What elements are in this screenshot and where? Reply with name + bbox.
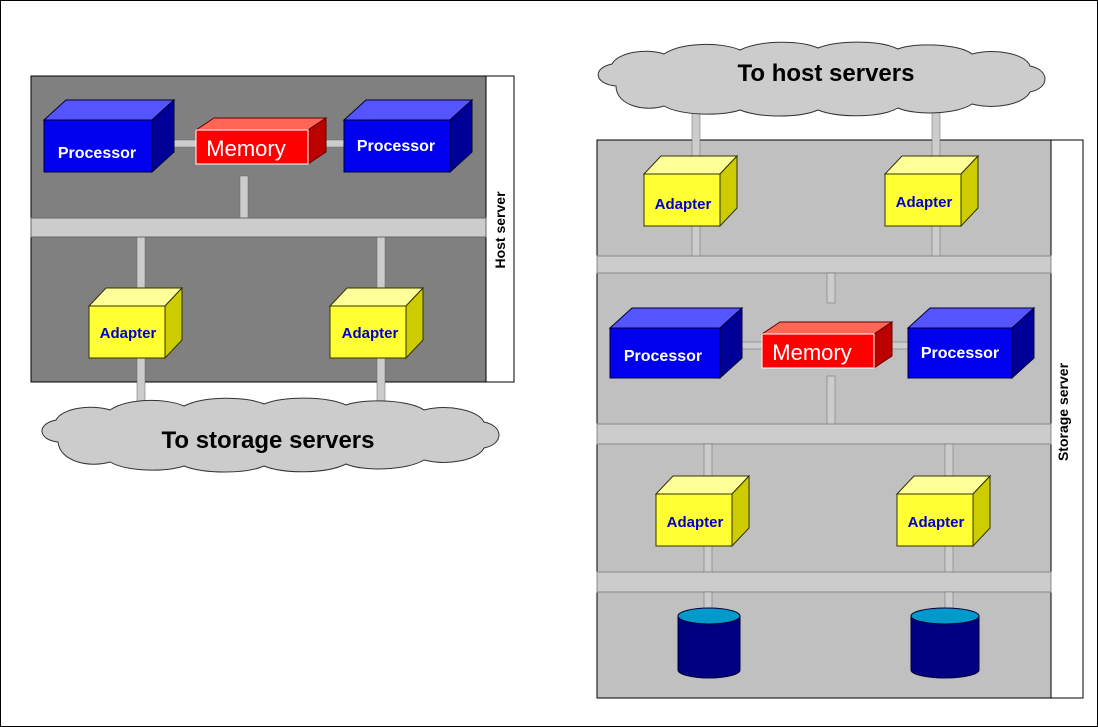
storage-server: Storage server [596,41,1084,699]
storage-memory-bus2-link [826,375,836,425]
storage-processor-right-label: Processor [921,345,999,362]
host-adapter-cloud-link-right [376,356,386,408]
storage-server-panel [596,139,1052,699]
storage-top-adapter-right-label: Adapter [896,194,953,211]
storage-top-adapter-left-icon [642,154,739,228]
storage-bottom-adapter-right-label: Adapter [908,514,965,531]
host-server-caption: Host server [492,191,508,269]
host-memory-label: Memory [206,136,285,161]
host-server: Host server Processor Processor [30,75,515,473]
storage-bottom-adapter-left-icon [654,474,751,548]
storage-topadapter-bus-link-right [931,225,941,257]
storage-bus-1 [596,255,1052,274]
host-processor-right-label: Processor [357,138,435,155]
storage-cloud-label: To host servers [738,60,915,87]
host-system-bus [30,217,487,238]
storage-top-adapter-left-label: Adapter [655,196,712,213]
host-processor-left-label: Processor [58,145,136,162]
host-processor-right-icon [342,98,474,174]
storage-processor-left-icon [608,306,744,380]
storage-adapter-bus3-link-right [944,545,954,573]
storage-top-adapter-right-icon [883,154,980,228]
host-adapter-right-icon [328,286,425,360]
storage-bus1-memory-link [826,272,836,304]
host-adapter-right-label: Adapter [342,325,399,342]
storage-topadapter-bus-link-left [691,225,701,257]
storage-bus-2 [596,423,1052,445]
storage-processor-left-label: Processor [624,348,702,365]
storage-disk-right-icon [910,607,980,679]
host-processor-left-icon [42,98,176,174]
storage-processor-right-icon [906,306,1036,380]
storage-memory-icon [760,321,894,369]
storage-cloud-icon [597,41,1046,117]
storage-adapter-bus3-link-left [703,545,713,573]
host-adapter-left-label: Adapter [100,325,157,342]
host-memory-icon [194,117,328,165]
host-cloud-icon [41,397,500,473]
storage-server-caption: Storage server [1055,362,1071,461]
storage-server-bracket [1050,139,1084,699]
storage-memory-label: Memory [772,340,851,365]
storage-bottom-adapter-right-icon [895,474,992,548]
storage-disk-left-icon [677,607,741,679]
host-cloud-label: To storage servers [162,427,375,454]
host-memory-bus-link [239,175,249,219]
host-adapter-left-icon [87,286,184,360]
host-adapter-cloud-link-left [136,356,146,408]
storage-bottom-adapter-left-label: Adapter [667,514,724,531]
storage-bus-3 [596,571,1052,593]
host-server-bracket [485,75,515,383]
